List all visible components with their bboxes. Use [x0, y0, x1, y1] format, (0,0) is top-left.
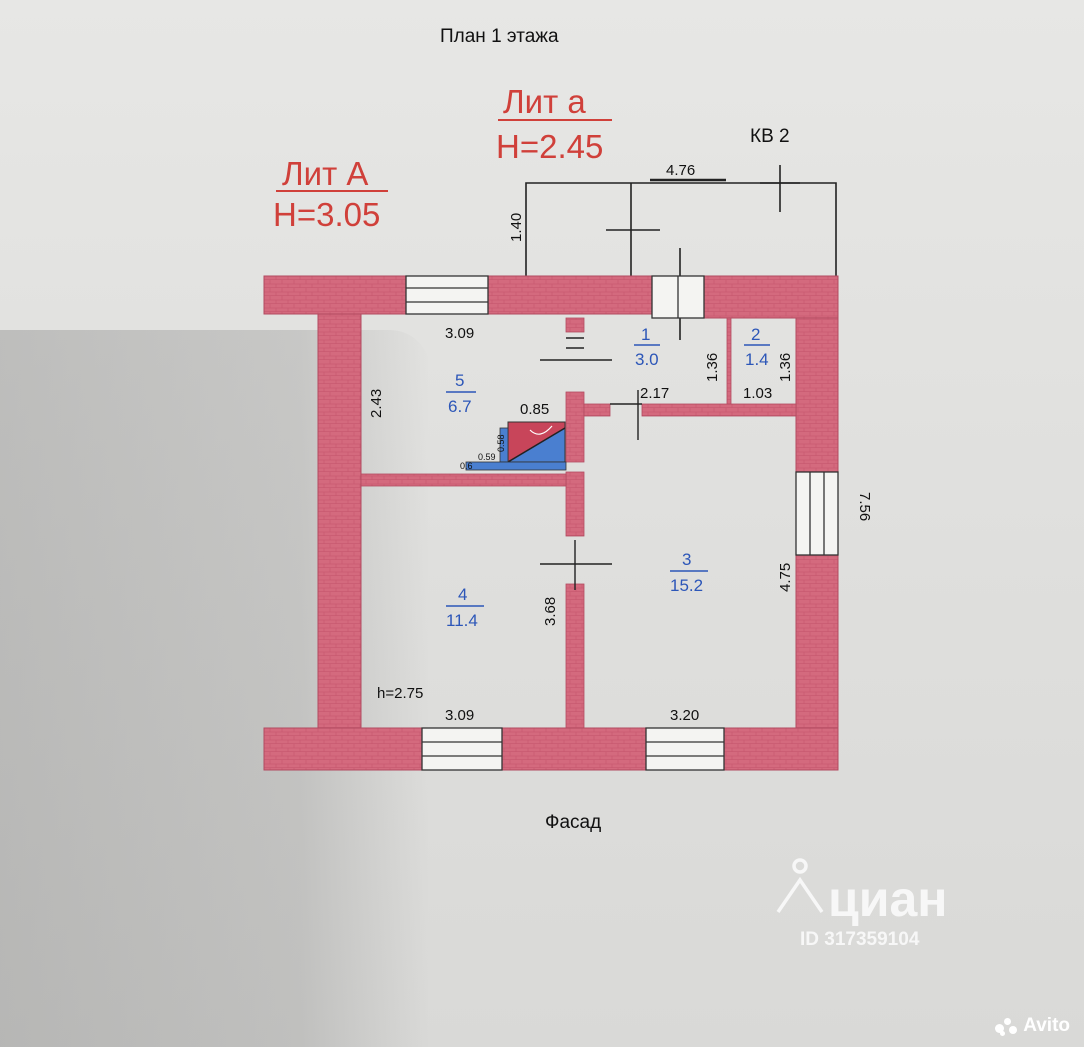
room-area: 6.7: [448, 397, 472, 416]
lit-a-name: Лит А: [282, 155, 368, 192]
dim-overall-depth: 7.56: [856, 492, 873, 521]
dim-room5-width: 3.09: [445, 325, 474, 342]
exterior-walls: [263, 275, 839, 771]
interior-walls: [360, 317, 797, 729]
lit-a-small-label: Лит а Н=2.45: [496, 83, 612, 165]
room-label-1: 1 3.0: [634, 325, 660, 369]
dim-porch-depth: 1.40: [508, 213, 525, 242]
cian-logo-icon: [776, 858, 824, 913]
dim-room5-depth: 2.43: [368, 389, 385, 418]
room-label-2: 2 1.4: [744, 325, 770, 369]
room-number: 2: [751, 325, 760, 344]
room-area: 3.0: [635, 350, 659, 369]
room-area: 11.4: [446, 611, 478, 630]
dim-room1-width: 2.17: [640, 385, 669, 402]
room-number: 4: [458, 585, 467, 604]
room-label-4: 4 11.4: [446, 585, 484, 630]
dim-room4-depth: 3.68: [542, 597, 559, 626]
room-area: 1.4: [745, 350, 769, 369]
cian-brand: циан: [828, 871, 947, 927]
dim-stair-width: 0.85: [520, 401, 549, 418]
plan-title: План 1 этажа: [440, 26, 559, 47]
door-marks: [540, 337, 642, 590]
room-number: 1: [641, 325, 650, 344]
dim-room1-depth: 1.36: [704, 353, 721, 382]
lit-a-height: Н=3.05: [273, 196, 380, 233]
dim-stair-b: 0.59: [478, 452, 496, 462]
avito-logo-icon: [995, 1016, 1019, 1036]
room-number: 5: [455, 371, 464, 390]
dim-porch-width: 4.76: [666, 162, 695, 179]
dim-room2-depth: 1.36: [777, 353, 794, 382]
room-area: 15.2: [670, 576, 703, 595]
dim-room4-width: 3.09: [445, 707, 474, 724]
dim-room2-width: 1.03: [743, 385, 772, 402]
facade-label: Фасад: [545, 812, 601, 833]
ceiling-height-note: h=2.75: [377, 685, 423, 702]
apartment-label: КВ 2: [750, 126, 790, 147]
lit-a-label: Лит А Н=3.05: [273, 155, 388, 233]
dim-stair-a: 0.58: [496, 434, 506, 452]
cian-id: ID 317359104: [800, 929, 920, 950]
room-number: 3: [682, 550, 691, 569]
lit-a-small-name: Лит а: [503, 83, 586, 120]
stairs: [465, 421, 567, 471]
windows: [405, 275, 839, 771]
dim-room3-depth: 4.75: [777, 563, 794, 592]
avito-watermark: Avito: [995, 1015, 1070, 1037]
avito-brand: Avito: [1023, 1015, 1070, 1036]
cian-watermark: циан ID 317359104: [776, 858, 947, 950]
room-label-5: 5 6.7: [446, 371, 476, 416]
dim-room3-width: 3.20: [670, 707, 699, 724]
dim-stair-c: 0.6: [460, 461, 473, 471]
lit-a-small-height: Н=2.45: [496, 128, 603, 165]
room-label-3: 3 15.2: [670, 550, 708, 595]
